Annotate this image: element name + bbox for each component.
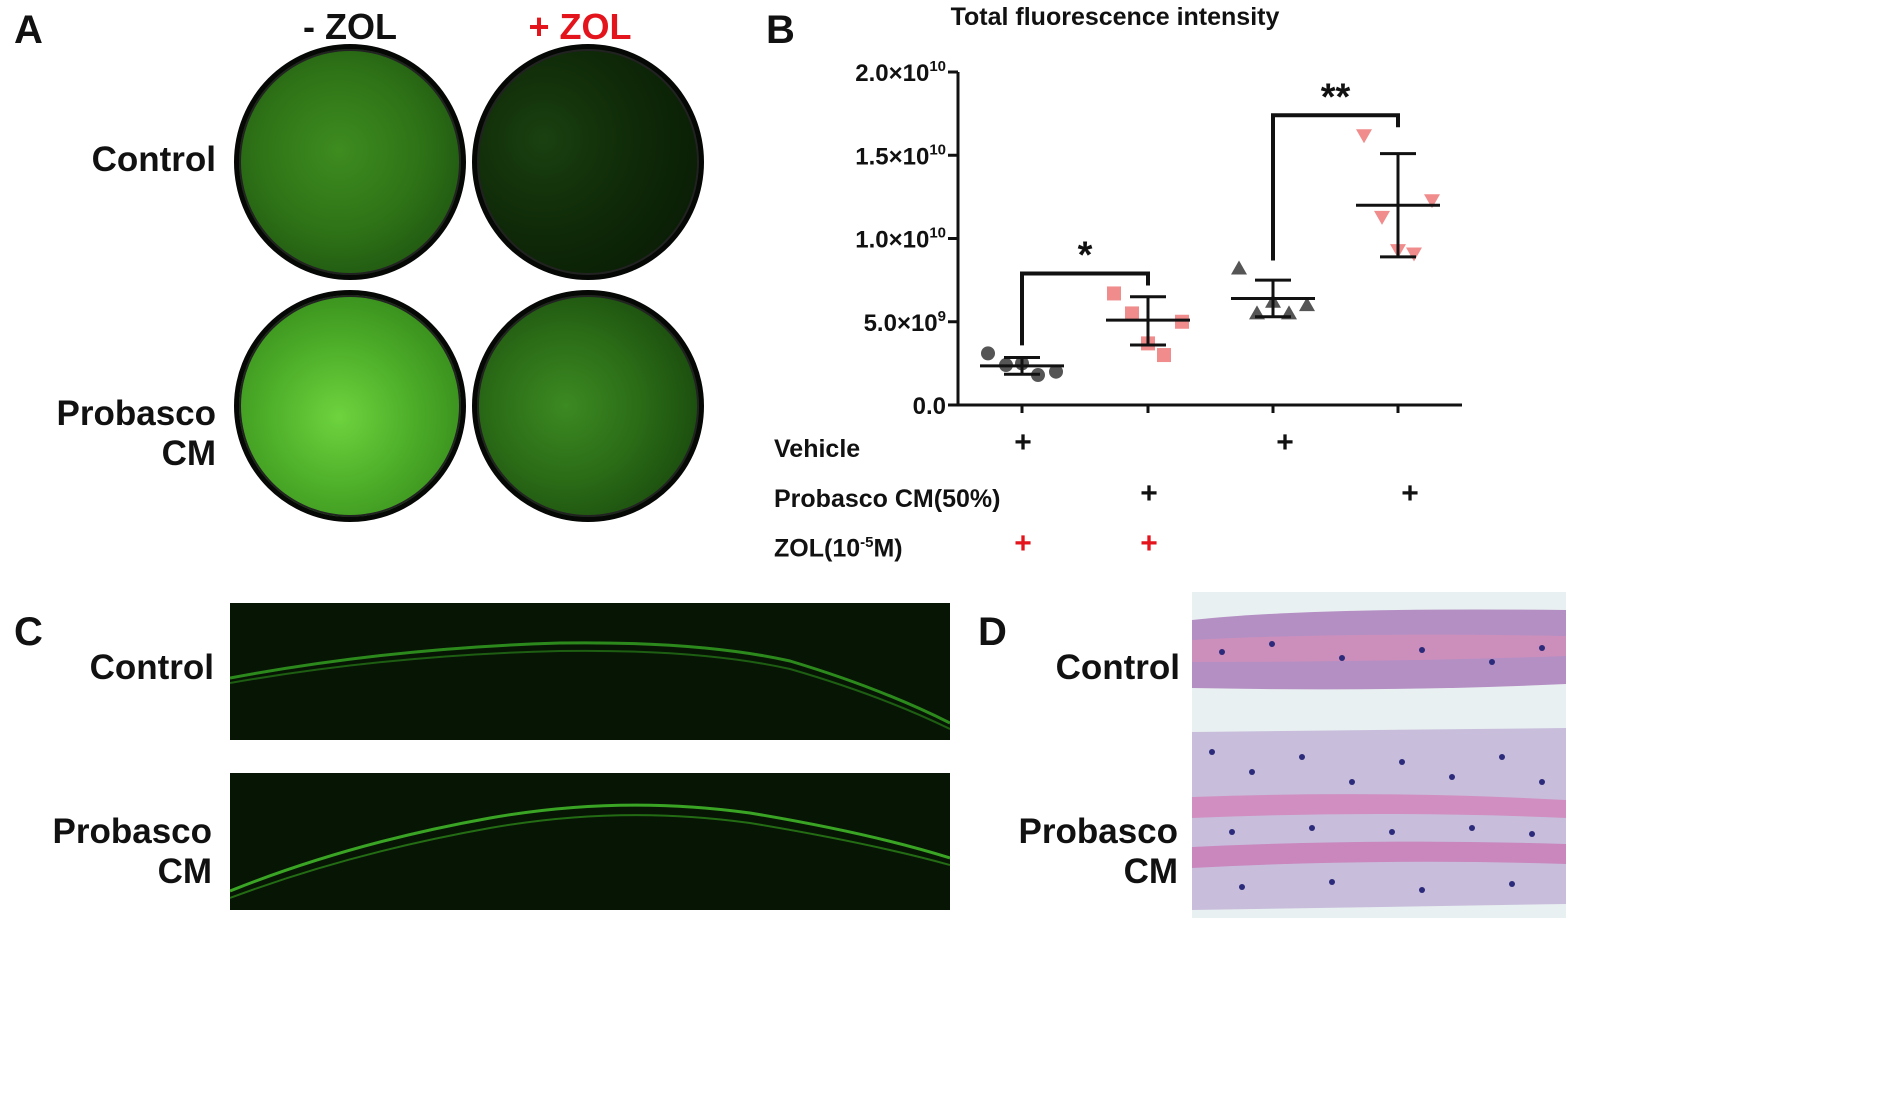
panel-letter-a: A: [14, 8, 43, 52]
row-label-probasco-d: Probasco CM: [1018, 812, 1179, 891]
plus-vehicle-3: +: [1276, 426, 1294, 459]
row-label-control-c: Control: [89, 648, 214, 687]
row-label-control-d: Control: [1055, 648, 1180, 687]
row-label-probasco-a: Probasco CM: [56, 394, 217, 473]
plus-vehicle-1: +: [1014, 426, 1032, 459]
data-point-g3-0: [1356, 129, 1372, 144]
data-point-g3-3: [1406, 247, 1422, 262]
plus-zol-2: +: [1140, 527, 1158, 560]
y-tick-label-1: 5.0×109: [864, 308, 946, 337]
fluorescence-section-control: [230, 603, 950, 740]
vehicle-label: Vehicle: [774, 435, 861, 463]
y-tick-label-2: 1.0×1010: [855, 225, 946, 254]
fluorescence-dish-probasco-minus-zol: [234, 290, 466, 522]
data-point-g1-0: [1107, 286, 1121, 301]
data-point-g1-4: [1175, 314, 1189, 329]
he-stained-sections: [1192, 592, 1566, 918]
col-label-plus-zol: + ZOL: [528, 6, 632, 47]
row-label-probasco-c: Probasco CM: [52, 812, 213, 891]
significance-bracket-0: [1020, 271, 1150, 346]
plus-probasco-2: +: [1140, 477, 1158, 510]
fluorescence-dish-probasco-plus-zol: [472, 290, 704, 522]
significance-label-1: **: [1321, 76, 1351, 118]
data-point-g1-1: [1125, 306, 1139, 321]
significance-label-0: *: [1078, 234, 1093, 276]
panel-letter-b: B: [766, 8, 795, 52]
row-label-control-a: Control: [91, 140, 216, 179]
y-tick-label-4: 2.0×1010: [855, 58, 946, 87]
panel-letter-d: D: [978, 610, 1007, 654]
col-label-minus-zol: - ZOL: [303, 6, 397, 47]
plus-probasco-4: +: [1401, 477, 1419, 510]
zol-label: ZOL(10-5M): [774, 534, 903, 563]
significance-bracket-1: [1271, 113, 1400, 261]
y-tick-label-3: 1.5×1010: [855, 141, 946, 170]
y-tick-label-0: 0.0: [913, 393, 946, 420]
data-point-g0-0: [981, 346, 995, 361]
fluorescence-section-probasco: [230, 773, 950, 910]
data-point-g2-0: [1231, 260, 1247, 275]
fluorescence-dish-control-plus-zol: [472, 44, 704, 280]
fluorescence-dish-control-minus-zol: [234, 44, 466, 280]
data-point-g0-4: [1049, 364, 1063, 379]
data-point-g1-3: [1157, 348, 1171, 363]
probasco-cm-label: Probasco CM(50%): [774, 485, 1001, 513]
panel-letter-c: C: [14, 610, 43, 654]
data-point-g3-1: [1374, 210, 1390, 225]
data-point-g2-4: [1299, 297, 1315, 312]
plus-zol-1: +: [1014, 527, 1032, 560]
data-point-g3-4: [1424, 194, 1440, 209]
chart-title: Total fluorescence intensity: [951, 3, 1280, 31]
